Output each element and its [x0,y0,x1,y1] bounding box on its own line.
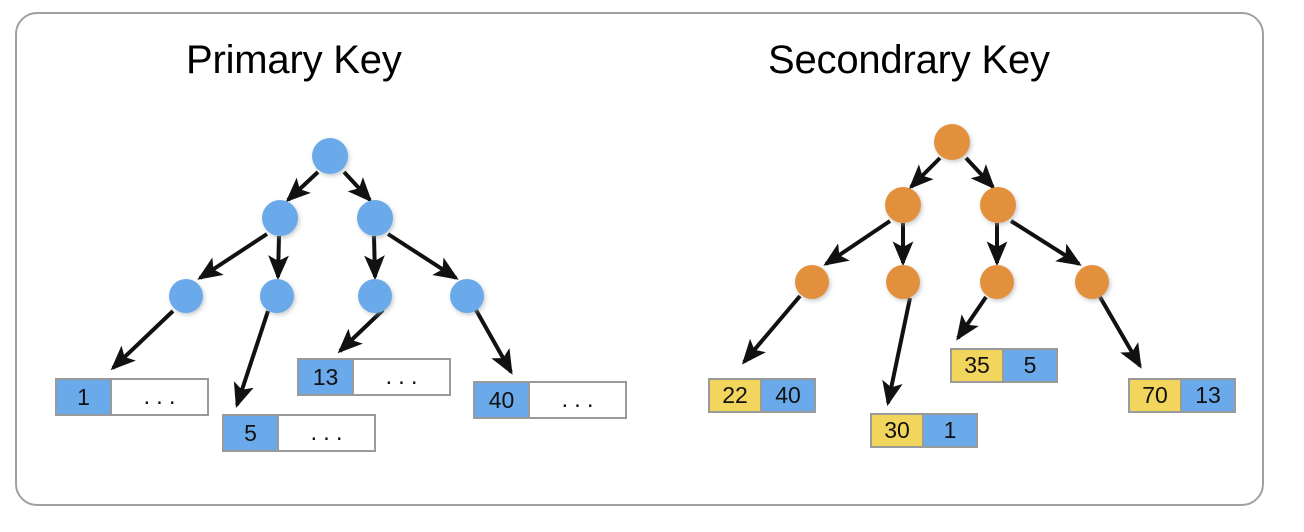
secondary-key-cell: 70 [1130,380,1182,411]
primary-record-row[interactable]: 13 ... [297,358,451,396]
record-payload-cell: ... [112,380,207,414]
secondary-record-row[interactable]: 30 1 [870,413,978,448]
primary-key-ref-cell: 13 [1182,380,1234,411]
secondary-key-title: Secondrary Key [768,38,1050,82]
primary-key-cell: 40 [475,383,530,417]
diagram-frame [15,12,1264,506]
primary-key-ref-cell: 40 [762,380,814,411]
record-payload-cell: ... [530,383,625,417]
primary-record-row[interactable]: 40 ... [473,381,627,419]
secondary-record-row[interactable]: 22 40 [708,378,816,413]
secondary-key-cell: 22 [710,380,762,411]
record-payload-cell: ... [354,360,449,394]
primary-key-cell: 5 [224,416,279,450]
secondary-record-row[interactable]: 70 13 [1128,378,1236,413]
primary-key-title: Primary Key [186,38,402,82]
secondary-key-cell: 35 [952,350,1004,381]
secondary-key-cell: 30 [872,415,924,446]
secondary-record-row[interactable]: 35 5 [950,348,1058,383]
primary-record-row[interactable]: 5 ... [222,414,376,452]
primary-key-ref-cell: 5 [1004,350,1056,381]
primary-key-cell: 13 [299,360,354,394]
record-payload-cell: ... [279,416,374,450]
primary-record-row[interactable]: 1 ... [55,378,209,416]
primary-key-ref-cell: 1 [924,415,976,446]
primary-key-cell: 1 [57,380,112,414]
